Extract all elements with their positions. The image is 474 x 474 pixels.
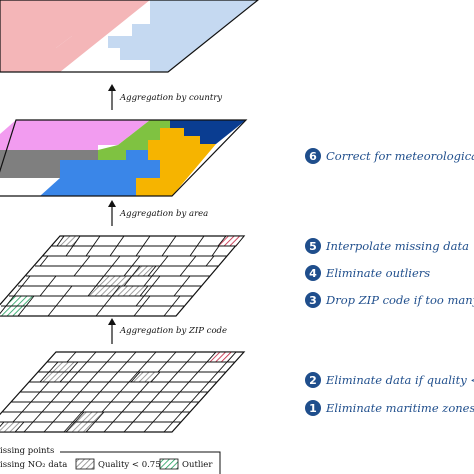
step-1: 1 Eliminate maritime zones <box>305 400 474 416</box>
step-5: 5 Interpolate missing data <box>305 238 469 254</box>
country-region-a-lower <box>0 0 150 72</box>
step-number: 3 <box>309 294 317 307</box>
step-number-badge <box>305 265 321 281</box>
quality-cell <box>38 371 71 383</box>
quality-cell <box>111 285 149 297</box>
step-text: Eliminate maritime zones <box>325 401 474 415</box>
arrow-aggregation-country: Aggregation by country <box>108 84 222 110</box>
step-number-badge <box>305 238 321 254</box>
step-number-badge <box>305 400 321 416</box>
country-layer-outline <box>0 0 259 73</box>
area-blue <box>40 150 160 196</box>
step-number-badge <box>305 148 321 164</box>
arrow-aggregation-zip: Aggregation by ZIP code <box>108 318 227 344</box>
quality-cell <box>129 371 162 383</box>
step-4: 4 Eliminate outliers <box>305 265 430 281</box>
outlier-cell <box>0 305 27 317</box>
arrow-label: Aggregation by ZIP code <box>119 326 227 336</box>
step-number: 6 <box>309 150 317 163</box>
arrow-aggregation-area: Aggregation by area <box>108 200 208 226</box>
step-number: 4 <box>309 267 317 280</box>
legend-quality-label: Quality < 0.75 <box>98 460 161 470</box>
raw-layer <box>0 351 246 433</box>
area-layer-outline <box>0 119 248 197</box>
legend-outlier-swatch <box>159 458 179 470</box>
step-text: Eliminate data if quality < <box>325 373 474 387</box>
step-3: 3 Drop ZIP code if too many <box>305 292 474 308</box>
country-region-b <box>108 0 258 72</box>
step-text: Interpolate missing data <box>325 239 469 253</box>
step-number: 5 <box>309 240 317 253</box>
step-text: Eliminate outliers <box>325 266 430 280</box>
legend-outlier-label: Outlier <box>182 460 213 470</box>
missing-cell <box>205 351 238 363</box>
country-layer <box>0 0 259 73</box>
step-6: 6 Correct for meteorological <box>305 148 474 164</box>
step-number-badge <box>305 372 321 388</box>
area-pink <box>0 120 150 150</box>
area-orange <box>136 128 216 196</box>
quality-cell <box>64 421 97 433</box>
arrow-label: Aggregation by area <box>119 209 208 219</box>
quality-cell <box>0 421 26 433</box>
area-gray <box>0 150 98 178</box>
missing-cell <box>217 235 245 247</box>
step-text: Correct for meteorological <box>326 149 474 163</box>
step-2: 2 Eliminate data if quality < <box>305 372 474 388</box>
legend-title: issing points <box>0 446 54 456</box>
legend-quality-swatch <box>75 458 95 470</box>
step-number: 1 <box>309 402 317 415</box>
step-text: Drop ZIP code if too many <box>325 293 474 307</box>
area-green <box>98 120 170 160</box>
legend: issing points issing NO₂ data Quality < … <box>0 444 221 474</box>
arrow-label: Aggregation by country <box>119 93 222 103</box>
step-number-badge <box>305 292 321 308</box>
quality-cell <box>56 235 81 247</box>
quality-cell <box>131 265 157 277</box>
zip-layer <box>0 235 246 317</box>
step-number: 2 <box>309 374 317 387</box>
area-navy <box>170 120 246 144</box>
legend-missing-label: issing NO₂ data <box>0 460 67 470</box>
area-layer <box>0 119 248 197</box>
